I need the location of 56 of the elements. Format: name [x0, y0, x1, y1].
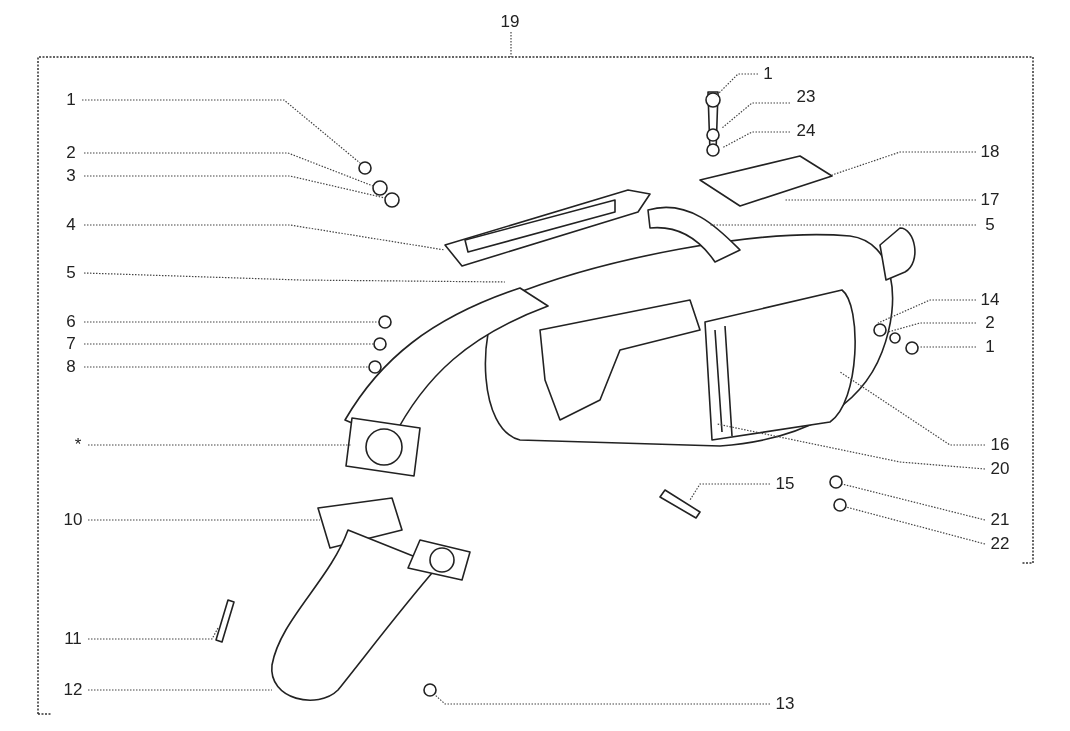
- callout-number: 1: [985, 338, 995, 356]
- callout-number: 11: [64, 630, 82, 648]
- leader-line: [83, 366, 370, 368]
- callout-number: 5: [985, 216, 995, 234]
- callout-number: 1: [66, 91, 76, 109]
- leader-line: [887, 322, 977, 333]
- callout-number: 3: [66, 167, 76, 185]
- leader-line: [81, 99, 361, 164]
- leader-line: [87, 519, 321, 521]
- leader-line: [83, 224, 446, 251]
- leader-line: [83, 321, 380, 323]
- leader-line: [510, 31, 512, 58]
- leader-line: [784, 199, 977, 201]
- callout-number: 6: [66, 313, 76, 331]
- callout-number: 7: [66, 335, 76, 353]
- leader-line: [839, 371, 986, 446]
- callout-number: 17: [980, 191, 1000, 209]
- leader-line: [715, 73, 759, 97]
- callout-number: 24: [796, 122, 816, 140]
- callout-number: 8: [66, 358, 76, 376]
- callout-number: 15: [775, 475, 795, 493]
- leader-line: [83, 343, 375, 345]
- leader-line: [83, 272, 506, 283]
- leader-line: [716, 423, 986, 470]
- callout-number: 21: [990, 511, 1010, 529]
- callout-number: 18: [980, 143, 1000, 161]
- leader-line: [433, 693, 771, 705]
- callout-number: 5: [66, 264, 76, 282]
- leader-line: [87, 444, 353, 446]
- leader-line: [845, 506, 986, 545]
- leader-line: [83, 152, 374, 187]
- callout-number: 22: [990, 535, 1010, 553]
- callout-number: 2: [66, 144, 76, 162]
- callout-number: 2: [985, 314, 995, 332]
- leader-line: [721, 102, 791, 129]
- leader-line: [709, 224, 977, 226]
- leader-line: [87, 627, 219, 640]
- leader-line: [877, 299, 977, 324]
- leader-line: [917, 346, 977, 348]
- leader-line: [841, 483, 986, 521]
- callout-number: *: [74, 436, 82, 454]
- callout-number: 10: [63, 511, 83, 529]
- callout-number: 4: [66, 216, 76, 234]
- leader-line: [831, 151, 977, 176]
- leader-line: [721, 131, 791, 149]
- callout-number: 23: [796, 88, 816, 106]
- callout-number: 13: [775, 695, 795, 713]
- callout-number: 20: [990, 460, 1010, 478]
- leader-line: [689, 483, 771, 501]
- leader-line: [87, 689, 273, 691]
- callout-number: 14: [980, 291, 1000, 309]
- callout-number: 19: [500, 13, 520, 31]
- callout-number: 12: [63, 681, 83, 699]
- callout-number: 16: [990, 436, 1010, 454]
- callout-number: 1: [763, 65, 773, 83]
- leader-line: [83, 175, 386, 199]
